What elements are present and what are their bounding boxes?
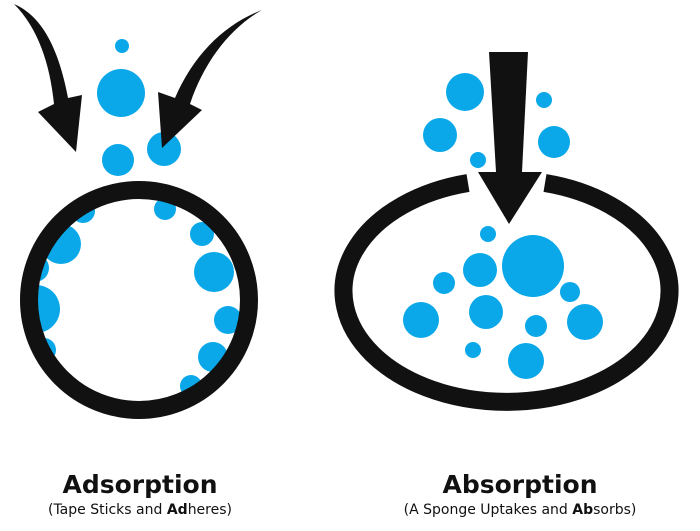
bubble bbox=[433, 272, 455, 294]
bubble bbox=[536, 92, 552, 108]
absorption-subtitle-post: sorbs) bbox=[593, 502, 637, 518]
outside-bubbles bbox=[423, 73, 570, 168]
adsorption-illustration bbox=[14, 4, 262, 419]
bubble bbox=[115, 39, 129, 53]
bubble bbox=[480, 226, 496, 242]
absorption-title: Absorption bbox=[442, 470, 598, 499]
bubble bbox=[97, 69, 145, 117]
bubble bbox=[525, 315, 547, 337]
bubble bbox=[470, 152, 486, 168]
adsorption-title: Adsorption bbox=[62, 470, 218, 499]
absorption-illustration bbox=[334, 52, 679, 411]
adsorption-subtitle: (Tape Sticks and Adheres) bbox=[0, 500, 280, 520]
bubble bbox=[560, 282, 580, 302]
bubble bbox=[423, 118, 457, 152]
bubble bbox=[502, 235, 564, 297]
absorption-caption: Absorption (A Sponge Uptakes and Absorbs… bbox=[340, 470, 700, 520]
curved-arrow-left-icon bbox=[14, 4, 82, 152]
bubble bbox=[567, 304, 603, 340]
bubble bbox=[147, 132, 181, 166]
bubble bbox=[102, 144, 134, 176]
bubble bbox=[508, 343, 544, 379]
adsorption-subtitle-bold: Ad bbox=[166, 502, 188, 518]
absorption-subtitle-bold: Ab bbox=[572, 502, 594, 518]
adsorption-subtitle-pre: (Tape Sticks and bbox=[47, 502, 167, 518]
adsorption-caption: Adsorption (Tape Sticks and Adheres) bbox=[0, 470, 280, 520]
absorbed-bubbles bbox=[403, 226, 603, 379]
bubble bbox=[403, 302, 439, 338]
curved-arrow-right-icon bbox=[158, 10, 262, 148]
bubble bbox=[194, 252, 234, 292]
bubble bbox=[465, 342, 481, 358]
bubble bbox=[446, 73, 484, 111]
adsorption-subtitle-post: heres) bbox=[187, 502, 232, 518]
bubble bbox=[214, 306, 242, 334]
down-arrow-icon bbox=[478, 52, 542, 224]
surface-ring bbox=[20, 181, 258, 419]
absorption-subtitle: (A Sponge Uptakes and Absorbs) bbox=[340, 500, 700, 520]
incoming-bubbles bbox=[97, 39, 181, 176]
absorption-subtitle-pre: (A Sponge Uptakes and bbox=[403, 502, 573, 518]
bubble bbox=[190, 222, 214, 246]
bubble bbox=[463, 253, 497, 287]
bubble bbox=[469, 295, 503, 329]
bubble bbox=[538, 126, 570, 158]
sponge-container bbox=[334, 174, 679, 411]
